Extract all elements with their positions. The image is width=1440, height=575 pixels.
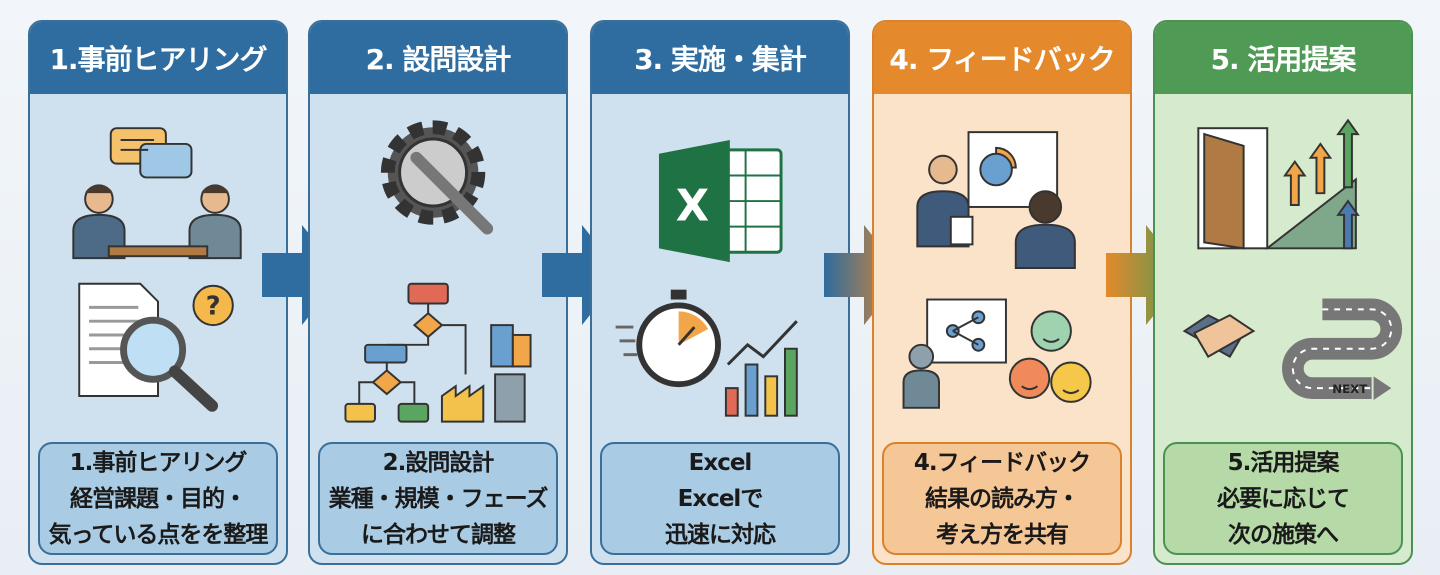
desc-line: 考え方を共有 [936, 521, 1069, 548]
desc-line: 1.事前ヒアリング [69, 449, 248, 476]
feedback-illustration [902, 131, 1092, 409]
desc-line: 迅速に対応 [665, 521, 776, 548]
share-board-icon [902, 298, 1007, 409]
svg-text:NEXT: NEXT [1332, 382, 1367, 396]
desc-line: Excel [688, 449, 753, 476]
step-title: 2. 設問設計 [310, 22, 566, 94]
desc-line: 5.活用提案 [1227, 449, 1340, 476]
buildings-icon [490, 324, 532, 423]
step-title: 5. 活用提案 [1155, 22, 1411, 94]
desc-line: に合わせて調整 [361, 521, 516, 548]
design-illustration [344, 120, 532, 423]
meeting-people-icon [72, 184, 242, 260]
step-description: 2.設問設計 業種・規模・フェーズ に合わせて調整 [318, 442, 558, 555]
desc-line: 気っている点をを整理 [48, 521, 269, 548]
road-icon: NEXT [1282, 298, 1403, 400]
step-description: 5.活用提案 必要に応じて 次の施策へ [1163, 442, 1403, 555]
growth-arrows-icon [1264, 118, 1360, 250]
svg-text:X: X [676, 182, 709, 232]
smiley-faces-icon [1008, 310, 1092, 403]
desc-line: Excelで [677, 485, 764, 512]
step-description: 4.フィードバック 結果の読み方・ 考え方を共有 [882, 442, 1122, 555]
step-title: 3. 実施・集計 [592, 22, 848, 94]
desc-line: 次の施策へ [1228, 521, 1339, 548]
step-card-2: 2. 設問設計 2.設問設計 業種・規模・フェーズ に合わせて調整 [308, 20, 568, 565]
handshake-icon [1182, 314, 1256, 358]
proposal-illustration: NEXT [1182, 118, 1403, 400]
step-description: Excel Excelで 迅速に対応 [600, 442, 840, 555]
question-bubble-icon: ? [192, 284, 234, 327]
step-card-4: 4. フィードバック 4.フィードバック 結果の読み方・ 考え方を共有 [872, 20, 1132, 565]
presenter-icon [916, 131, 1076, 269]
chat-bubbles-icon [109, 127, 193, 179]
factory-icon [440, 384, 485, 423]
desc-line: 結果の読み方・ [925, 485, 1080, 512]
step-card-3: 3. 実施・集計 X Excel Excelで 迅速に対応 [590, 20, 850, 565]
excel-icon: X [658, 140, 783, 263]
step-title: 1.事前ヒアリング [30, 22, 286, 94]
desc-line: 4.フィードバック [913, 449, 1091, 476]
svg-text:?: ? [206, 291, 221, 321]
step-description: 1.事前ヒアリング 経営課題・目的・ 気っている点をを整理 [38, 442, 278, 555]
desc-line: 必要に応じて [1217, 485, 1350, 512]
desc-line: 業種・規模・フェーズ [328, 485, 549, 512]
stopwatch-icon [615, 289, 721, 388]
step-card-1: 1.事前ヒアリング ? 1.事前ヒアリング 経営課題・目的・ 気 [28, 20, 288, 565]
hearing-illustration: ? [72, 127, 242, 412]
step-title: 4. フィードバック [874, 22, 1130, 94]
desc-line: 経営課題・目的・ [70, 485, 247, 512]
gear-wrench-icon [380, 120, 494, 235]
desc-line: 2.設問設計 [382, 449, 495, 476]
magnifier-icon [120, 316, 219, 412]
step-card-5: 5. 活用提案 NEXT 5.活用提案 必要に応じて 次の施策へ [1153, 20, 1413, 565]
door-icon [1197, 127, 1269, 250]
bar-chart-icon [724, 320, 798, 417]
excel-illustration: X [615, 140, 798, 417]
flowchart-icon [344, 282, 467, 423]
